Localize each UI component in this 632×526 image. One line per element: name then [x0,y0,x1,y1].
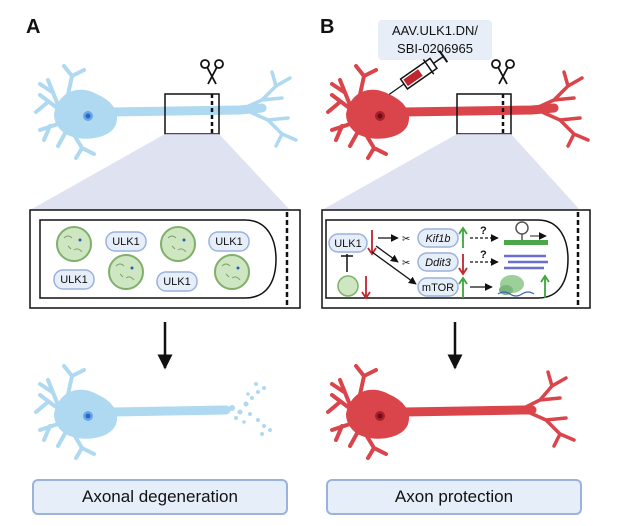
drug-label: AAV.ULK1.DN/ SBI-0206965 [378,20,492,60]
outcome-box-a: Axonal degeneration [32,479,288,515]
scissors-icon: ✂ ✂ [402,234,410,269]
svg-text:Kif1b: Kif1b [425,233,450,245]
zoom-funnel-b [322,134,580,210]
svg-text:Ddit3: Ddit3 [425,257,452,269]
ddit3-pill: Ddit3 [417,252,459,272]
up-arrow-icon [458,226,468,248]
svg-text:ULK1: ULK1 [112,236,140,248]
transport-track-icon [504,221,548,245]
svg-text:ULK1: ULK1 [60,274,88,286]
scissors-icon [491,59,515,85]
question-mark-1: ? [480,225,487,237]
svg-text:ULK1: ULK1 [334,238,362,250]
scissors-icon [200,59,224,85]
autophagosome-icon [56,226,250,290]
mtor-pill: mTOR [417,277,459,297]
ulk1-pill-a4: ULK1 [156,271,198,292]
ulk1-pill-a2: ULK1 [208,231,250,252]
ribosome-icon [497,275,535,297]
drug-label-line2: SBI-0206965 [397,41,473,56]
down-arrow-icon [367,230,377,256]
svg-text:mTOR: mTOR [422,282,454,294]
degenerating-neuron [34,364,272,460]
down-arrow-icon [361,276,371,300]
up-arrow-icon [540,274,550,298]
panel-b-letter: B [320,16,335,38]
question-mark-2: ? [480,249,487,261]
ulk1-pill-a1: ULK1 [105,231,147,252]
autophagosome-icon [337,275,359,297]
ulk1-pill-a3: ULK1 [53,269,95,290]
svg-text:✂: ✂ [402,234,410,245]
drug-label-line1: AAV.ULK1.DN/ [392,23,478,38]
zoom-funnel-a [30,134,290,210]
ulk1-pill-b: ULK1 [328,233,368,253]
kif1b-pill: Kif1b [417,228,459,248]
syringe-icon [388,50,449,95]
svg-text:ULK1: ULK1 [163,276,191,288]
outcome-box-b: Axon protection [326,479,582,515]
healthy-neuron-top [34,64,298,160]
treated-neuron-top [326,64,590,160]
panel-a-letter: A [26,16,41,38]
protected-neuron [326,364,576,460]
svg-text:ULK1: ULK1 [215,236,243,248]
up-arrow-icon [458,276,468,298]
svg-text:✂: ✂ [402,258,410,269]
down-arrow-icon [458,254,468,276]
er-stress-icon [504,254,548,270]
